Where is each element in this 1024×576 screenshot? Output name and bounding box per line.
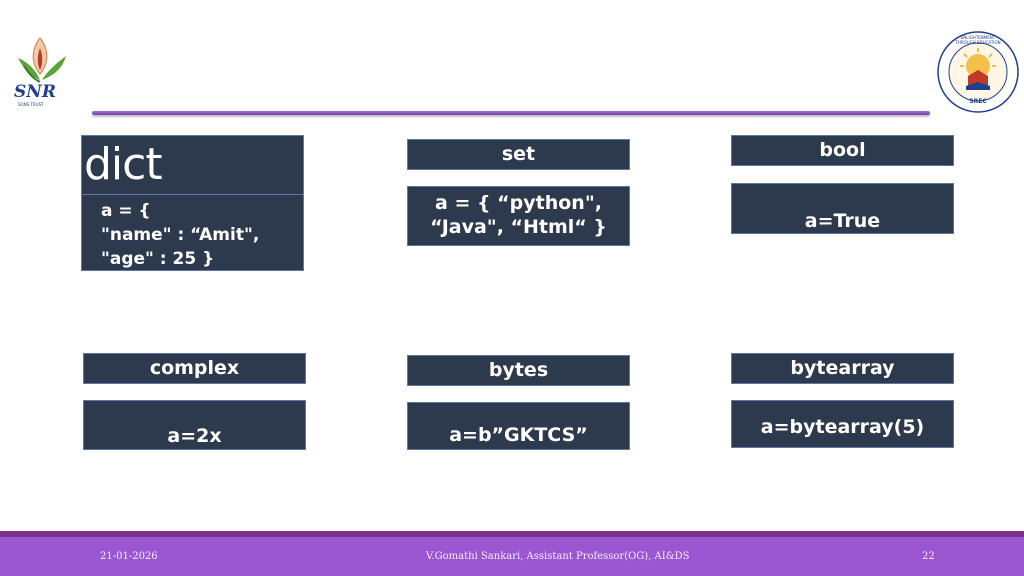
bytearray-title: bytearray [790, 356, 895, 379]
complex-title: complex [149, 356, 240, 379]
bytearray-code: a=bytearray(5) [760, 416, 925, 439]
set-code: a = { “python", “Java", “Html“ } [430, 192, 607, 238]
bytes-title-box: bytes [407, 355, 630, 386]
dict-title: dict [84, 139, 163, 190]
bool-title: bool [819, 138, 866, 161]
bytearray-code-box: a=bytearray(5) [731, 400, 954, 448]
logo-subtext: SONS TRUST [18, 102, 44, 107]
footer-author: V.Gomathi Sankari, Assistant Professor(O… [426, 551, 690, 562]
bytes-code: a=b”GKTCS” [449, 424, 588, 447]
bool-title-box: bool [731, 135, 954, 166]
title-divider [92, 111, 930, 115]
dict-card: dict a = { "name" : “Amit", "age" : 25 } [81, 135, 304, 271]
set-title-box: set [407, 139, 630, 170]
complex-code-box: a=2x [83, 400, 306, 450]
page-number: 22 [922, 551, 935, 562]
college-seal-logo: ENLIGHTENMENT THROUGH EDUCATION SREC [936, 30, 1020, 114]
complex-title-box: complex [83, 353, 306, 384]
set-code-box: a = { “python", “Java", “Html“ } [407, 186, 630, 246]
dict-divider [82, 194, 303, 195]
bytearray-title-box: bytearray [731, 353, 954, 384]
bool-code: a=True [804, 209, 881, 232]
bool-code-box: a=True [731, 183, 954, 234]
seal-abbrev: SREC [969, 98, 987, 105]
dict-code: a = { "name" : “Amit", "age" : 25 } [101, 201, 260, 269]
lotus-flame-icon [18, 37, 66, 83]
bytes-title: bytes [488, 358, 549, 381]
snr-logo: SNR SONS TRUST [10, 30, 76, 110]
complex-code: a=2x [167, 425, 222, 448]
slide-footer: 21-01-2026 V.Gomathi Sankari, Assistant … [0, 537, 1024, 576]
set-title: set [501, 142, 536, 165]
bytes-code-box: a=b”GKTCS” [407, 402, 630, 450]
footer-accent-band [0, 531, 1024, 537]
seal-motto: ENLIGHTENMENT THROUGH EDUCATION [955, 35, 1001, 45]
seal-icon [937, 31, 1019, 113]
footer-date: 21-01-2026 [100, 551, 158, 562]
logo-text: SNR [14, 82, 56, 102]
